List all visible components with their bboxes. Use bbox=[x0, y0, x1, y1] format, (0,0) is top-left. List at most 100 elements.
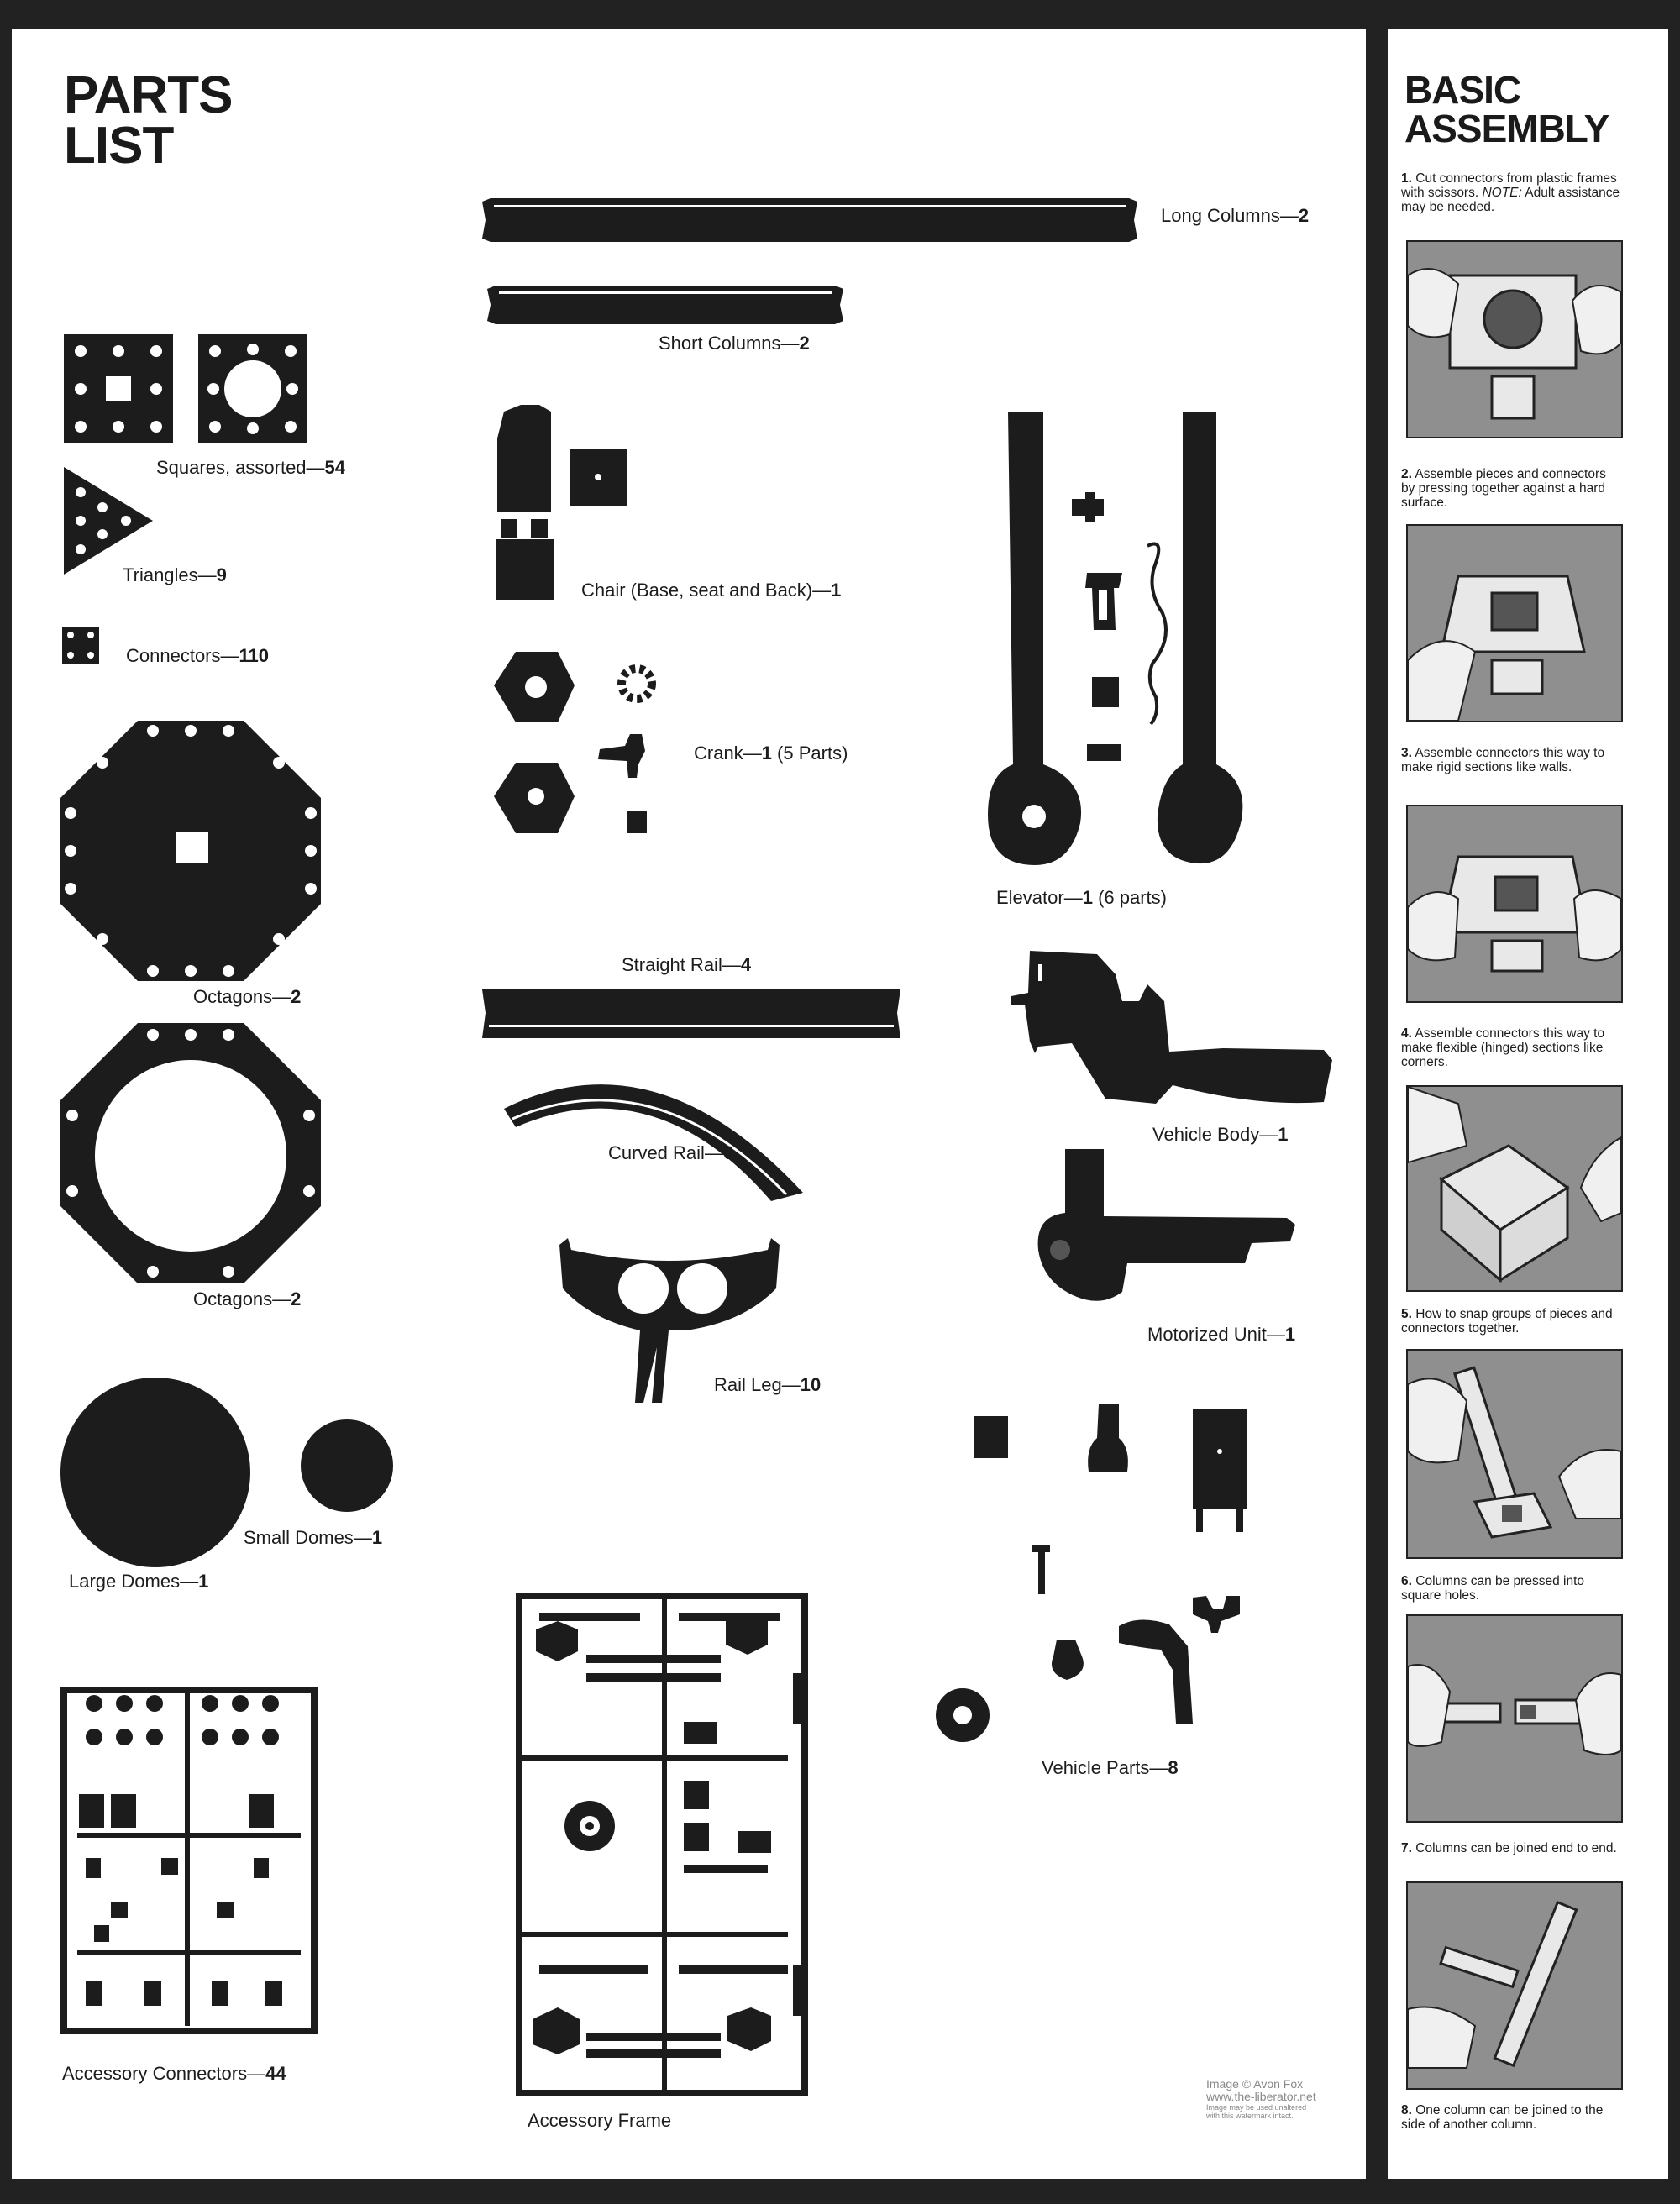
step-text: One column can be joined to the side of … bbox=[1401, 2103, 1604, 2132]
square-piece-silhouette bbox=[64, 334, 173, 443]
credit-line-2: www.the-liberator.net bbox=[1206, 2090, 1316, 2103]
part-label-octagons-ring: Octagons—2 bbox=[193, 1288, 302, 1309]
part-label-chair: Chair (Base, seat and Back)—1 bbox=[581, 580, 842, 601]
step-text: How to snap groups of pieces and connect… bbox=[1401, 1307, 1613, 1336]
assembly-photo-2 bbox=[1406, 524, 1623, 722]
part-name: Connectors bbox=[126, 645, 221, 666]
small-dome-silhouette bbox=[301, 1419, 393, 1512]
part-label-connectors: Connectors—110 bbox=[126, 645, 270, 666]
step-number: 4. bbox=[1401, 1026, 1412, 1041]
part-quantity: 9 bbox=[216, 564, 227, 585]
motorized-unit-silhouette bbox=[1037, 1149, 1295, 1301]
part-name: Straight Rail bbox=[622, 954, 722, 975]
part-quantity: 4 bbox=[740, 954, 752, 975]
image-credit: Image © Avon Fox www.the-liberator.net I… bbox=[1206, 2077, 1316, 2121]
part-label-short-columns: Short Columns—2 bbox=[659, 333, 810, 354]
part-quantity: 6 bbox=[722, 1142, 734, 1163]
part-quantity: 2 bbox=[799, 333, 810, 354]
step-text: Columns can be pressed into square holes… bbox=[1401, 1574, 1585, 1603]
connector-silhouette bbox=[62, 627, 99, 664]
part-quantity: 44 bbox=[265, 2063, 286, 2084]
assembly-step-3: 3. Assemble connectors this way to make … bbox=[1401, 746, 1621, 774]
part-label-large-domes: Large Domes—1 bbox=[69, 1571, 209, 1592]
elevator-parts-silhouette bbox=[988, 412, 1243, 865]
assembly-step-1: 1. Cut connectors from plastic frames wi… bbox=[1401, 171, 1621, 214]
part-quantity: 8 bbox=[1168, 1757, 1179, 1778]
basic-assembly-title-text: BASIC ASSEMBLY bbox=[1404, 68, 1609, 150]
column-divider bbox=[1366, 29, 1388, 2179]
part-quantity: 110 bbox=[239, 645, 270, 666]
part-name: Curved Rail bbox=[608, 1142, 705, 1163]
credit-line-4: with this watermark intact. bbox=[1206, 2112, 1294, 2120]
rail-leg-silhouette bbox=[559, 1238, 780, 1403]
assembly-step-7: 7. Columns can be joined end to end. bbox=[1401, 1841, 1621, 1855]
part-label-accessory-frame: Accessory Frame bbox=[528, 2110, 671, 2132]
step-text: Assemble connectors this way to make rig… bbox=[1401, 746, 1605, 774]
accessory-frame-silhouette bbox=[516, 1593, 808, 2096]
part-name: Elevator bbox=[996, 887, 1064, 908]
part-name: Rail Leg bbox=[714, 1374, 782, 1395]
part-label-long-columns: Long Columns—2 bbox=[1161, 205, 1310, 226]
part-quantity: 1 bbox=[1284, 1324, 1296, 1345]
part-quantity: 1 bbox=[761, 743, 772, 764]
part-quantity: 1 bbox=[371, 1527, 383, 1548]
credit-line-1: Image © Avon Fox bbox=[1206, 2077, 1304, 2091]
part-label-straight-rail: Straight Rail—4 bbox=[622, 954, 752, 975]
part-label-crank: Crank—1 (5 Parts) bbox=[694, 743, 848, 764]
part-label-accessory-connectors: Accessory Connectors—44 bbox=[62, 2063, 286, 2084]
step-number: 7. bbox=[1401, 1841, 1412, 1855]
part-name: Octagons bbox=[193, 986, 273, 1007]
part-quantity: 1 bbox=[198, 1571, 209, 1592]
part-quantity: 1 bbox=[1082, 887, 1093, 908]
step-number: 6. bbox=[1401, 1574, 1412, 1588]
triangle-piece-silhouette bbox=[64, 467, 153, 575]
part-label-vehicle-body: Vehicle Body—1 bbox=[1152, 1124, 1289, 1145]
part-name: Short Columns bbox=[659, 333, 781, 354]
assembly-photo-5 bbox=[1406, 1349, 1623, 1559]
part-label-octagons-solid: Octagons—2 bbox=[193, 986, 302, 1007]
short-column-silhouette bbox=[487, 286, 843, 324]
assembly-step-6: 6. Columns can be pressed into square ho… bbox=[1401, 1574, 1621, 1603]
crank-parts-silhouette bbox=[494, 652, 656, 833]
assembly-step-4: 4. Assemble connectors this way to make … bbox=[1401, 1026, 1621, 1069]
part-quantity: 2 bbox=[291, 1288, 302, 1309]
assembly-photo-7 bbox=[1406, 1881, 1623, 2090]
curved-rail-silhouette bbox=[504, 1084, 803, 1201]
part-label-elevator: Elevator—1 (6 parts) bbox=[996, 887, 1167, 908]
chair-parts-silhouette bbox=[496, 405, 627, 600]
part-name: Chair (Base, seat and Back) bbox=[581, 580, 813, 601]
part-name: Crank bbox=[694, 743, 743, 764]
part-name: Vehicle Parts bbox=[1042, 1757, 1150, 1778]
step-text-after: Adult assistance may be needed. bbox=[1401, 186, 1620, 214]
step-number: 5. bbox=[1401, 1307, 1412, 1321]
part-label-small-domes: Small Domes—1 bbox=[244, 1527, 383, 1548]
part-name: Accessory Frame bbox=[528, 2110, 672, 2131]
part-quantity: 2 bbox=[291, 986, 302, 1007]
part-suffix: (5 Parts) bbox=[771, 743, 848, 764]
assembly-step-5: 5. How to snap groups of pieces and conn… bbox=[1401, 1307, 1621, 1336]
step-number: 2. bbox=[1401, 467, 1412, 481]
part-quantity: 1 bbox=[831, 580, 842, 601]
part-name: Long Columns bbox=[1161, 205, 1280, 226]
step-text: Cut connectors from plastic frames with … bbox=[1401, 171, 1617, 200]
step-note: NOTE: bbox=[1482, 186, 1522, 200]
part-quantity: 54 bbox=[324, 457, 346, 478]
part-label-triangles: Triangles—9 bbox=[123, 564, 227, 585]
part-name: Triangles bbox=[123, 564, 198, 585]
part-quantity: 10 bbox=[800, 1374, 822, 1395]
credit-line-3: Image may be used unaltered bbox=[1206, 2103, 1307, 2112]
step-text: Columns can be joined end to end. bbox=[1415, 1841, 1617, 1855]
step-number: 8. bbox=[1401, 2103, 1412, 2117]
octagon-piece-silhouette bbox=[60, 721, 321, 981]
part-label-vehicle-parts: Vehicle Parts—8 bbox=[1042, 1757, 1179, 1778]
vehicle-parts-silhouette bbox=[936, 1404, 1247, 1742]
basic-assembly-title: BASIC ASSEMBLY bbox=[1404, 71, 1609, 148]
octagon-ring-piece-silhouette bbox=[60, 1023, 321, 1283]
part-suffix: (6 parts) bbox=[1092, 887, 1167, 908]
part-label-squares: Squares, assorted—54 bbox=[156, 457, 346, 478]
part-name: Small Domes bbox=[244, 1527, 354, 1548]
part-label-rail-leg: Rail Leg—10 bbox=[714, 1374, 822, 1395]
accessory-connectors-sprue-silhouette bbox=[60, 1687, 318, 2034]
part-quantity: 1 bbox=[1278, 1124, 1289, 1145]
